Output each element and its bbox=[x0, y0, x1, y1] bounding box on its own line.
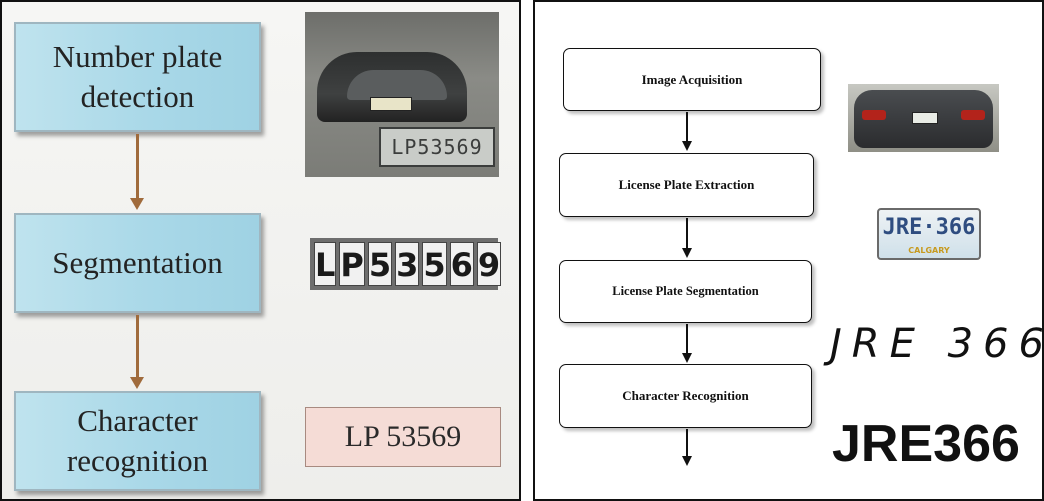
extracted-plate: JRE·366 CALGARY bbox=[877, 208, 981, 260]
arrow-acquisition-to-extraction bbox=[686, 112, 688, 142]
arrow-segmentation-to-recognition bbox=[136, 315, 139, 379]
arrowhead-1 bbox=[130, 198, 144, 210]
segmented-char: L bbox=[314, 242, 337, 286]
car-rear-plate bbox=[912, 112, 938, 124]
segmented-char: 5 bbox=[367, 242, 393, 286]
arrowhead-r1 bbox=[682, 141, 692, 151]
step-character-recognition: Character recognition bbox=[14, 391, 261, 491]
arrowhead-r2 bbox=[682, 248, 692, 258]
step-image-acquisition: Image Acquisition bbox=[563, 48, 821, 111]
step-character-recognition-right: Character Recognition bbox=[559, 364, 812, 428]
panel-gap bbox=[521, 0, 533, 501]
car-plate-small bbox=[370, 97, 412, 111]
arrow-extraction-to-segmentation bbox=[686, 218, 688, 250]
arrow-segmentation-to-recognition bbox=[686, 324, 688, 354]
arrow-detection-to-segmentation bbox=[136, 134, 139, 200]
tail-light-right bbox=[961, 110, 985, 120]
arrowhead-r3 bbox=[682, 353, 692, 363]
step-license-plate-extraction: License Plate Extraction bbox=[559, 153, 814, 217]
segmented-plate: L P 5 3 5 6 9 bbox=[310, 238, 502, 290]
car-window bbox=[347, 70, 447, 100]
plate-number-text: JRE·366 bbox=[882, 215, 976, 240]
plate-crop: LP53569 bbox=[379, 127, 495, 167]
step-segmentation: Segmentation bbox=[14, 213, 261, 313]
arrowhead-r4 bbox=[682, 456, 692, 466]
car-body bbox=[317, 52, 467, 122]
segmented-char: 9 bbox=[476, 242, 502, 286]
segmented-char: 5 bbox=[422, 242, 447, 286]
segmented-char: 3 bbox=[395, 242, 420, 286]
ocr-result-text: JRE366 bbox=[832, 415, 1020, 473]
step-license-plate-segmentation: License Plate Segmentation bbox=[559, 260, 812, 323]
arrow-recognition-output bbox=[686, 429, 688, 457]
plate-region-text: CALGARY bbox=[908, 246, 950, 255]
car-rear-body bbox=[854, 90, 993, 148]
step-number-plate-detection: Number plate detection bbox=[14, 22, 261, 132]
arrowhead-2 bbox=[130, 377, 144, 389]
segmented-characters: JRE 366 bbox=[830, 321, 1044, 367]
segmented-char: 6 bbox=[449, 242, 474, 286]
car-rear-photo bbox=[848, 84, 999, 152]
ocr-result-box: LP 53569 bbox=[305, 407, 501, 467]
tail-light-left bbox=[862, 110, 886, 120]
car-photo: LP53569 bbox=[305, 12, 499, 177]
segmented-char: P bbox=[339, 242, 365, 286]
